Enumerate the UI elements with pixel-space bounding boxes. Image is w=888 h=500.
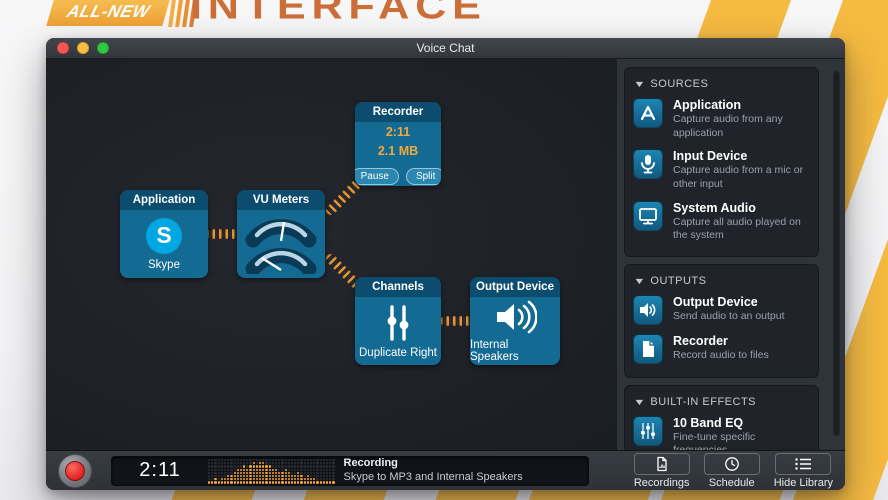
- node-vu-meters[interactable]: VU Meters: [237, 190, 325, 278]
- speaker-icon: [497, 300, 537, 333]
- channels-icon: [387, 304, 409, 341]
- chevron-down-icon: ▼: [633, 79, 647, 89]
- node-application[interactable]: Application S Skype: [120, 190, 208, 278]
- record-icon: [65, 460, 85, 481]
- section-effects-header[interactable]: ▼ BUILT-IN EFFECTS: [633, 395, 757, 408]
- banner: ALL-NEW INTERFACE: [0, 0, 888, 40]
- skype-icon: S: [146, 217, 182, 254]
- node-application-header: Application: [120, 190, 208, 210]
- clock-icon: [703, 452, 760, 475]
- application-icon: [633, 98, 663, 128]
- zoom-button[interactable]: [97, 42, 109, 54]
- node-channels-header: Channels: [355, 277, 441, 297]
- section-sources-header[interactable]: ▼ SOURCES: [633, 78, 709, 90]
- recorder-time: 2:11: [385, 124, 411, 139]
- microphone-icon: [633, 149, 663, 180]
- node-vu-meters-header: VU Meters: [237, 190, 325, 210]
- node-channels-label: Duplicate Right: [359, 346, 437, 359]
- waveform: [208, 458, 335, 484]
- split-button[interactable]: Split: [405, 168, 441, 186]
- connection-application-vumeters: [206, 229, 240, 239]
- node-output-device-header: Output Device: [470, 277, 560, 297]
- recorder-size: 2.1 MB: [377, 144, 419, 158]
- app-window: Voice Chat Application S Skype: [46, 38, 845, 490]
- node-output-device-label: Internal Speakers: [470, 338, 519, 363]
- chevron-down-icon: ▼: [633, 275, 647, 286]
- close-button[interactable]: [57, 42, 69, 54]
- node-recorder[interactable]: Recorder 2:11 2.1 MB Pause Split: [355, 102, 441, 186]
- status-title: Recording: [343, 456, 398, 469]
- badge-label: ALL-NEW: [64, 2, 153, 21]
- recordings-button[interactable]: Recordings: [633, 452, 690, 489]
- hide-library-button[interactable]: Hide Library: [774, 452, 833, 489]
- window-title: Voice Chat: [416, 41, 475, 55]
- equalizer-icon: [633, 415, 663, 446]
- speaker-icon: [633, 294, 663, 325]
- node-output-device[interactable]: Output Device Internal Speakers: [470, 277, 560, 365]
- all-new-badge: ALL-NEW: [46, 0, 174, 26]
- session-display: 2:11 Recording Skype to MP3 and Internal…: [111, 455, 589, 486]
- minimize-button[interactable]: [77, 42, 89, 54]
- schedule-button[interactable]: Schedule: [703, 452, 760, 489]
- sidebar-scrollbar[interactable]: [833, 71, 840, 436]
- session-timer: 2:11: [139, 459, 181, 481]
- traffic-lights: [57, 38, 109, 58]
- banner-title: INTERFACE: [190, 0, 487, 27]
- chevron-down-icon: ▼: [633, 396, 647, 407]
- node-recorder-header: Recorder: [355, 102, 441, 122]
- list-icon: [775, 452, 832, 475]
- connection-channels-output: [440, 316, 474, 326]
- section-outputs-header[interactable]: ▼ OUTPUTS: [633, 274, 707, 287]
- monitor-icon: [633, 200, 663, 231]
- toolbar: Recordings Schedule Hide Library: [633, 452, 833, 489]
- vu-meters-icon: [245, 219, 317, 274]
- recordings-icon: [633, 452, 690, 475]
- status-subtitle: Skype to MP3 and Internal Speakers: [343, 470, 523, 483]
- pipeline-canvas[interactable]: Application S Skype VU Meters: [46, 59, 617, 450]
- document-icon: [633, 333, 663, 364]
- bottom-bar: 2:11 Recording Skype to MP3 and Internal…: [46, 450, 845, 490]
- pause-button[interactable]: Pause: [355, 168, 399, 186]
- node-application-label: Skype: [148, 258, 180, 271]
- titlebar: Voice Chat: [46, 38, 845, 59]
- node-channels[interactable]: Channels Duplicate Right: [355, 277, 441, 365]
- record-button[interactable]: [58, 453, 92, 488]
